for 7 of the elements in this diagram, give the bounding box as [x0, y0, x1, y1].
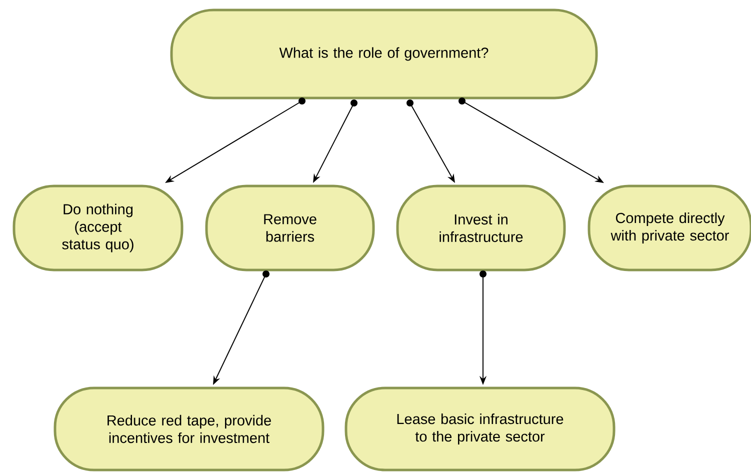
rounded-box: Reduce red tape, provide incentives for investment: [54, 386, 324, 472]
rounded-box: Invest in infrastructure: [396, 184, 566, 272]
rounded-box: What is the role of government?: [170, 8, 598, 100]
rounded-box: Remove barriers: [205, 184, 375, 272]
rounded-box: Lease basic infrastructure to the private sector: [344, 386, 616, 472]
rounded-box: Compete directly with private sector: [588, 184, 751, 272]
rounded-box: Do nothing (accept status quo): [12, 184, 184, 272]
